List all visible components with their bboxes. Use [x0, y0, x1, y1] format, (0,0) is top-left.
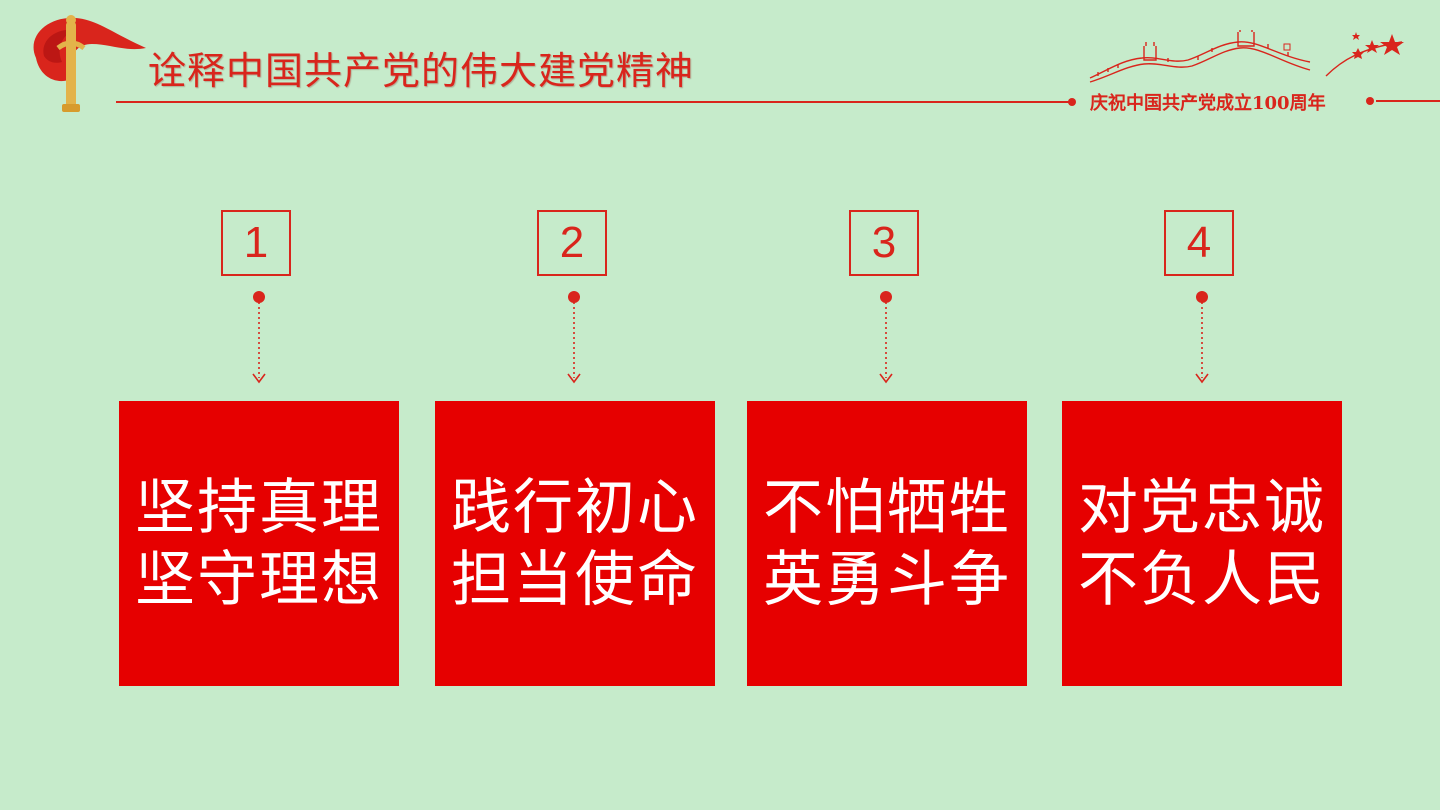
- number-box-4: 4: [1164, 210, 1234, 276]
- number-box-1: 1: [221, 210, 291, 276]
- card-line-1: 对党忠诚: [1078, 472, 1326, 543]
- number-box-3: 3: [849, 210, 919, 276]
- great-wall-icon: [1089, 30, 1311, 83]
- connector-arrow-4: [1195, 291, 1209, 384]
- rule-dot: [1068, 98, 1076, 106]
- card-line-2: 英勇斗争: [763, 544, 1011, 615]
- card-line-2: 坚守理想: [135, 544, 383, 615]
- stars-icon: [1325, 32, 1404, 77]
- connector-arrow-3: [879, 291, 893, 384]
- card-line-1: 坚持真理: [135, 472, 383, 543]
- header-rule-right: [1376, 100, 1440, 102]
- connector-arrow-2: [567, 291, 581, 384]
- spirit-card-4: 对党忠诚 不负人民: [1062, 401, 1342, 686]
- card-line-2: 不负人民: [1078, 544, 1326, 615]
- rule-dot: [1366, 97, 1374, 105]
- anniversary-text: 庆祝中国共产党成立100周年: [1090, 93, 1326, 114]
- spirit-card-3: 不怕牺牲 英勇斗争: [747, 401, 1027, 686]
- spirit-card-2: 践行初心 担当使命: [435, 401, 715, 686]
- card-line-1: 不怕牺牲: [763, 472, 1011, 543]
- page-title: 诠释中国共产党的伟大建党精神: [148, 49, 695, 93]
- card-line-2: 担当使命: [451, 544, 699, 615]
- connector-arrow-1: [252, 291, 266, 384]
- party-emblem-flag-icon: [33, 15, 146, 112]
- number-box-2: 2: [537, 210, 607, 276]
- header-rule: [116, 101, 1072, 103]
- card-line-1: 践行初心: [451, 472, 699, 543]
- spirit-card-1: 坚持真理 坚守理想: [119, 401, 399, 686]
